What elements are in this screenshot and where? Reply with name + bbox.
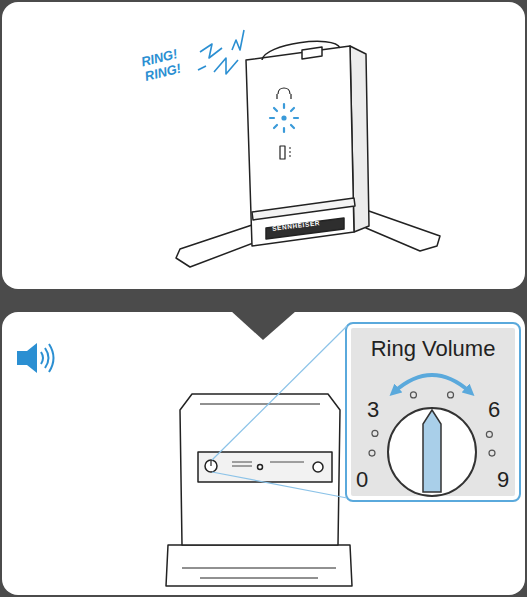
- zigzag: [198, 66, 206, 70]
- cradle-contact: [302, 47, 322, 59]
- speaker-icon: [17, 343, 54, 373]
- device-side: [350, 46, 369, 232]
- control-panel: [198, 452, 332, 482]
- device-front: [246, 46, 354, 246]
- speaker-cone: [27, 343, 37, 373]
- light-ray: [291, 125, 294, 128]
- brand-logo: SENNHEISER: [272, 220, 321, 232]
- scale-dot: [369, 450, 375, 456]
- ring-light: [270, 104, 298, 132]
- scale-number: 9: [497, 469, 509, 491]
- light-ray: [270, 117, 274, 119]
- stand-foot: [366, 210, 440, 251]
- zigzag: [214, 58, 238, 74]
- stand-foot: [176, 225, 256, 267]
- step-panel: RING! RING!: [2, 2, 525, 289]
- scale-number: 3: [367, 399, 379, 421]
- scale-dots: [369, 392, 495, 456]
- light-ray: [274, 108, 277, 111]
- scale-dot: [489, 450, 495, 456]
- sound-text: RING! RING!: [127, 43, 194, 87]
- scale-number: 6: [488, 399, 500, 421]
- logo-strip: [266, 218, 344, 239]
- scale-number: 0: [356, 469, 368, 491]
- dial-knob: [388, 408, 476, 496]
- status-dots: [289, 148, 291, 156]
- base-station-front: [176, 41, 440, 267]
- rear-base: [166, 545, 352, 586]
- light-ray: [283, 104, 285, 108]
- zoom-line: [212, 326, 347, 460]
- volume-dial: [369, 375, 495, 496]
- panel-print: [232, 462, 304, 466]
- ring-zigzags: [198, 30, 244, 74]
- zoom-line: [212, 472, 347, 498]
- zigzag: [200, 44, 222, 58]
- scale-dot: [448, 392, 454, 398]
- dial-pointer: [423, 410, 441, 492]
- mini-button: [258, 465, 263, 470]
- mini-pointer: [210, 461, 211, 466]
- mini-dial: [205, 460, 217, 472]
- zigzag: [232, 30, 244, 50]
- scale-dot: [372, 430, 378, 436]
- callout-title: Ring Volume: [347, 336, 519, 362]
- sound-waves: [41, 344, 54, 372]
- base-station-rear: [166, 394, 352, 586]
- light-ray: [294, 117, 298, 119]
- rear-body: [180, 394, 340, 545]
- light-center: [283, 117, 286, 120]
- light-ray: [291, 108, 294, 111]
- lower-panel: [2, 312, 525, 595]
- turn-arrow: [394, 375, 470, 392]
- step-pointer: [231, 311, 296, 340]
- speaker-body: [17, 351, 27, 365]
- light-ray: [274, 125, 277, 128]
- ledge: [252, 198, 355, 220]
- base-details: [182, 568, 336, 578]
- zoom-lines: [212, 326, 347, 498]
- scale-dot: [410, 392, 416, 398]
- rear-lip: [200, 404, 320, 405]
- scale-dot: [486, 431, 492, 437]
- battery-icon: [280, 146, 285, 159]
- headset-cradle: [262, 41, 340, 60]
- light-ray: [283, 128, 285, 132]
- headset-icon: [277, 88, 291, 99]
- mini-dial: [313, 462, 323, 472]
